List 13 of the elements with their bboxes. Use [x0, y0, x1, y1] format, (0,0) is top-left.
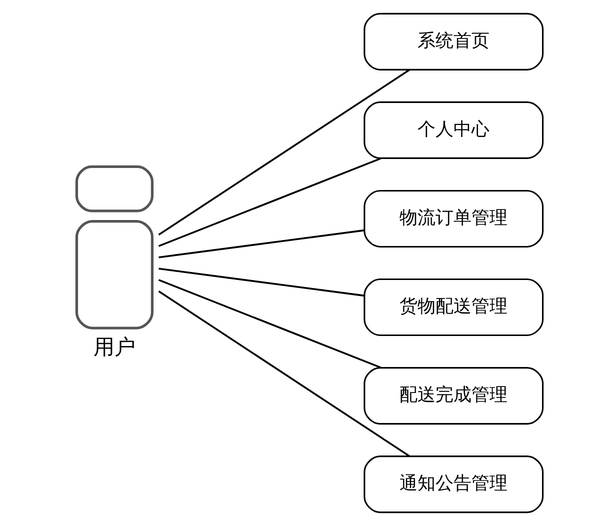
connector	[158, 279, 381, 368]
connector	[158, 229, 364, 258]
connector	[158, 69, 410, 236]
node-label: 用户	[93, 334, 136, 359]
node-box: 货物配送管理	[363, 278, 544, 336]
node-box: 配送完成管理	[363, 367, 544, 425]
node-box: 通知公告管理	[363, 456, 544, 514]
node-box: 个人中心	[363, 101, 544, 159]
connector	[158, 158, 381, 247]
node-box: 物流订单管理	[363, 190, 544, 248]
connector	[158, 268, 364, 297]
node-box: 系统首页	[363, 12, 544, 70]
connector	[158, 290, 410, 457]
